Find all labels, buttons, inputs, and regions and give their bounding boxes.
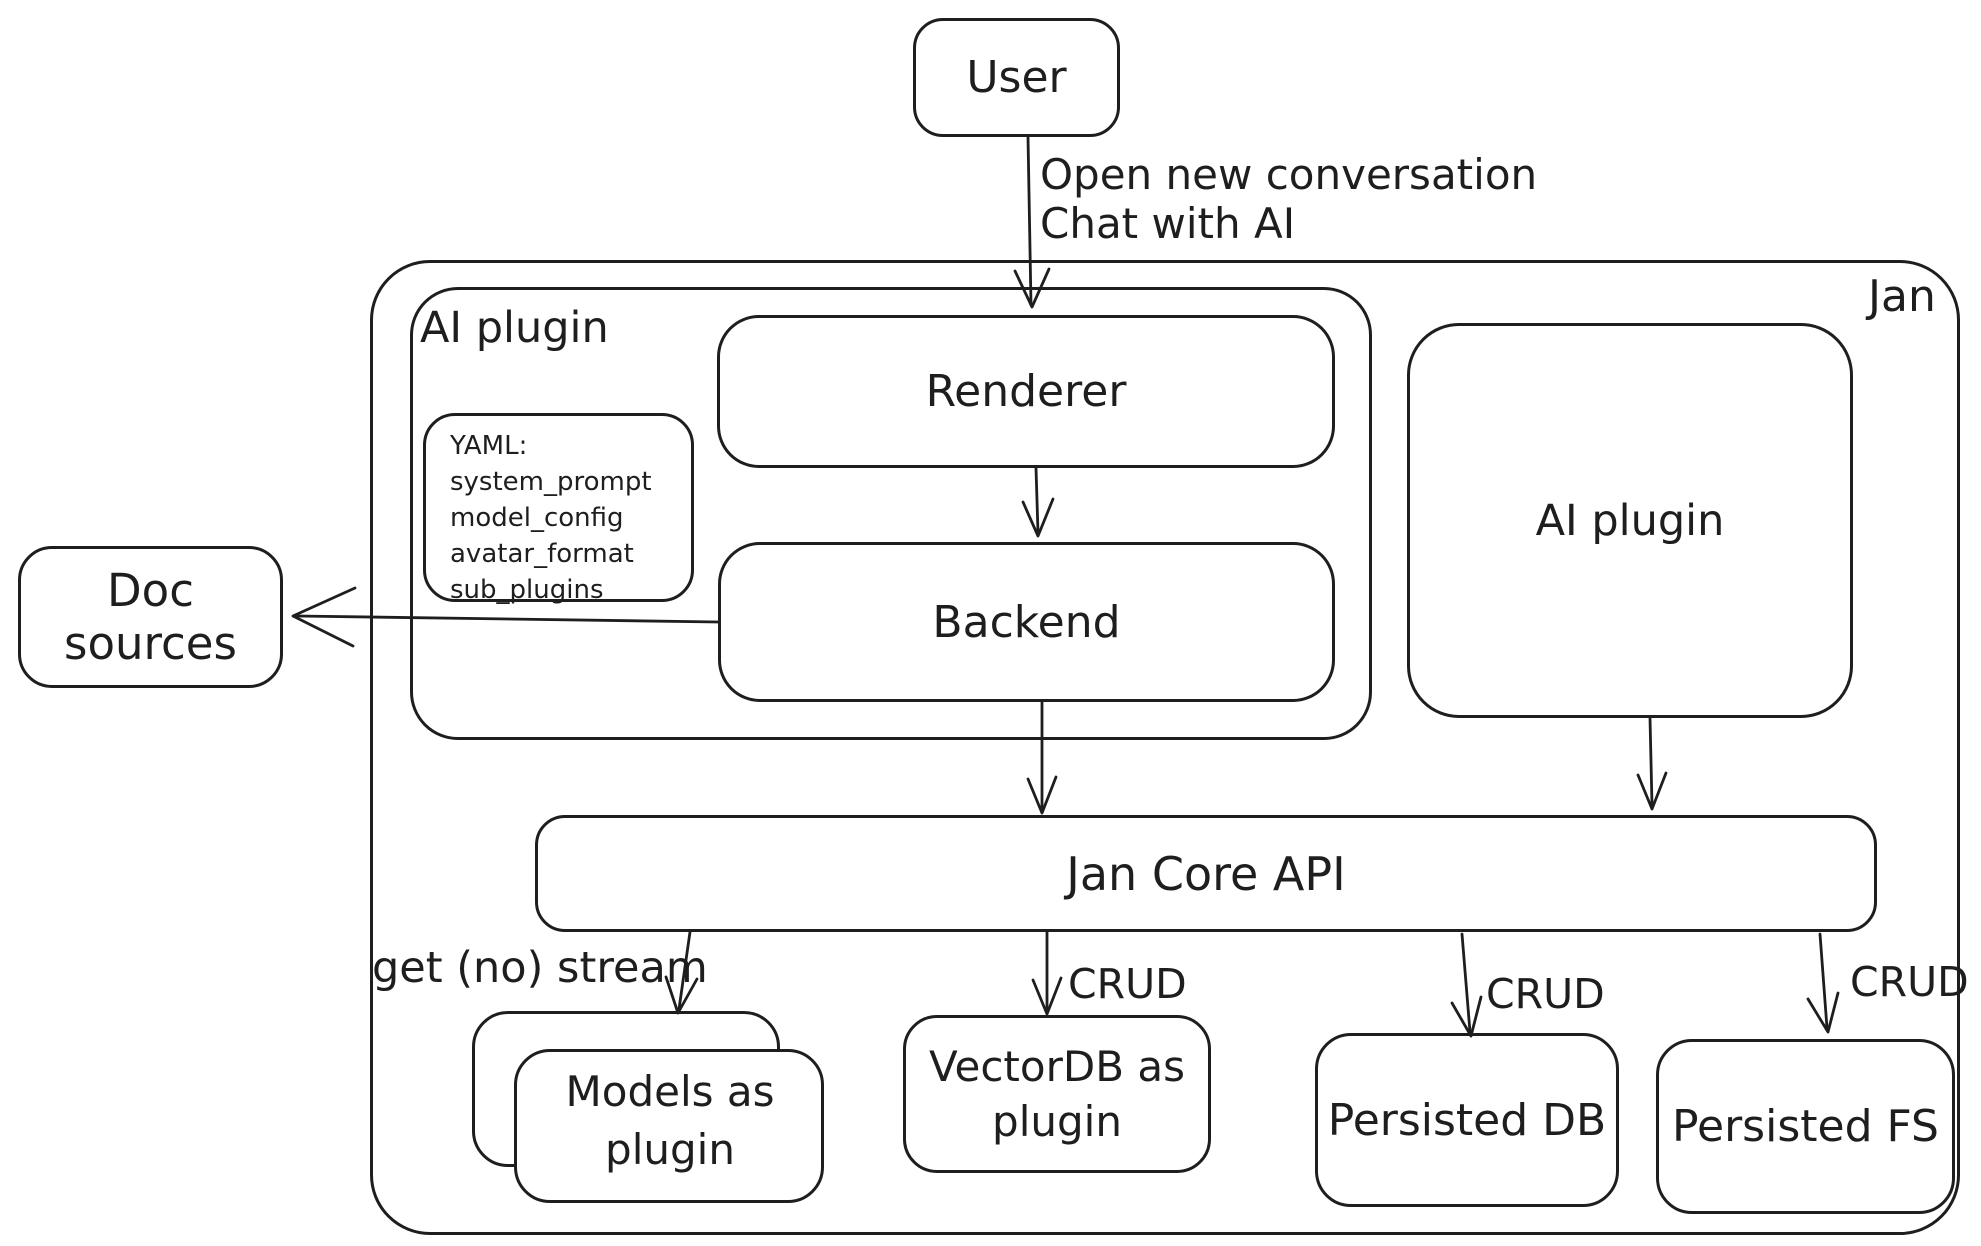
backend-node: Backend <box>718 542 1335 702</box>
models-plugin-label-line1: Models as <box>565 1067 775 1116</box>
persisted-db-node-label: Persisted DB <box>1327 1094 1607 1146</box>
vectordb-node: VectorDB as plugin <box>903 1015 1211 1173</box>
yaml-note-title: YAML: <box>450 431 528 461</box>
renderer-node: Renderer <box>717 315 1335 468</box>
ai-plugin-node-label: AI plugin <box>1535 495 1725 546</box>
edge-label-open-new-conversation: Open new conversation <box>1040 150 1538 199</box>
jan-core-api-node: Jan Core API <box>535 815 1877 932</box>
yaml-note: YAML: system_prompt model_config avatar_… <box>423 413 694 605</box>
persisted-fs-node-label: Persisted FS <box>1672 1101 1939 1152</box>
jan-container-label: Jan <box>1868 271 1936 322</box>
jan-core-api-node-label: Jan Core API <box>1066 846 1346 901</box>
yaml-note-line: model_config <box>450 503 624 533</box>
vectordb-node-label-line1: VectorDB as <box>929 1041 1185 1091</box>
ai-plugin-container-label: AI plugin <box>420 303 609 353</box>
ai-plugin-container <box>410 287 1372 740</box>
vectordb-node-label-line2: plugin <box>992 1097 1122 1146</box>
backend-node-label: Backend <box>932 596 1121 648</box>
yaml-note-line: system_prompt <box>450 467 652 497</box>
user-node: User <box>913 18 1120 137</box>
ai-plugin-node: AI plugin <box>1407 323 1853 718</box>
yaml-note-line: avatar_format <box>450 539 634 569</box>
doc-sources-node-label: Doc sources <box>64 564 237 670</box>
user-node-label: User <box>966 52 1067 103</box>
models-plugin-label-line2: plugin <box>605 1124 735 1174</box>
edge-label-get-no-stream: get (no) stream <box>372 943 708 993</box>
edge-label-chat-with-ai: Chat with AI <box>1040 199 1296 248</box>
models-plugin-node-label: Models as plugin <box>505 1063 835 1179</box>
edge-label-crud-persisted-fs: CRUD <box>1850 958 1969 1006</box>
persisted-db-node: Persisted DB <box>1315 1033 1619 1207</box>
renderer-node-label: Renderer <box>925 366 1127 417</box>
edge-label-crud-vectordb: CRUD <box>1068 960 1187 1008</box>
models-plugin-node-inner <box>514 1049 824 1203</box>
edge-label-crud-persisted-db: CRUD <box>1486 970 1605 1018</box>
jan-container <box>370 260 1960 1235</box>
persisted-fs-node: Persisted FS <box>1656 1039 1955 1214</box>
yaml-note-line: sub_plugins <box>450 575 604 605</box>
doc-sources-node: Doc sources <box>18 546 283 688</box>
